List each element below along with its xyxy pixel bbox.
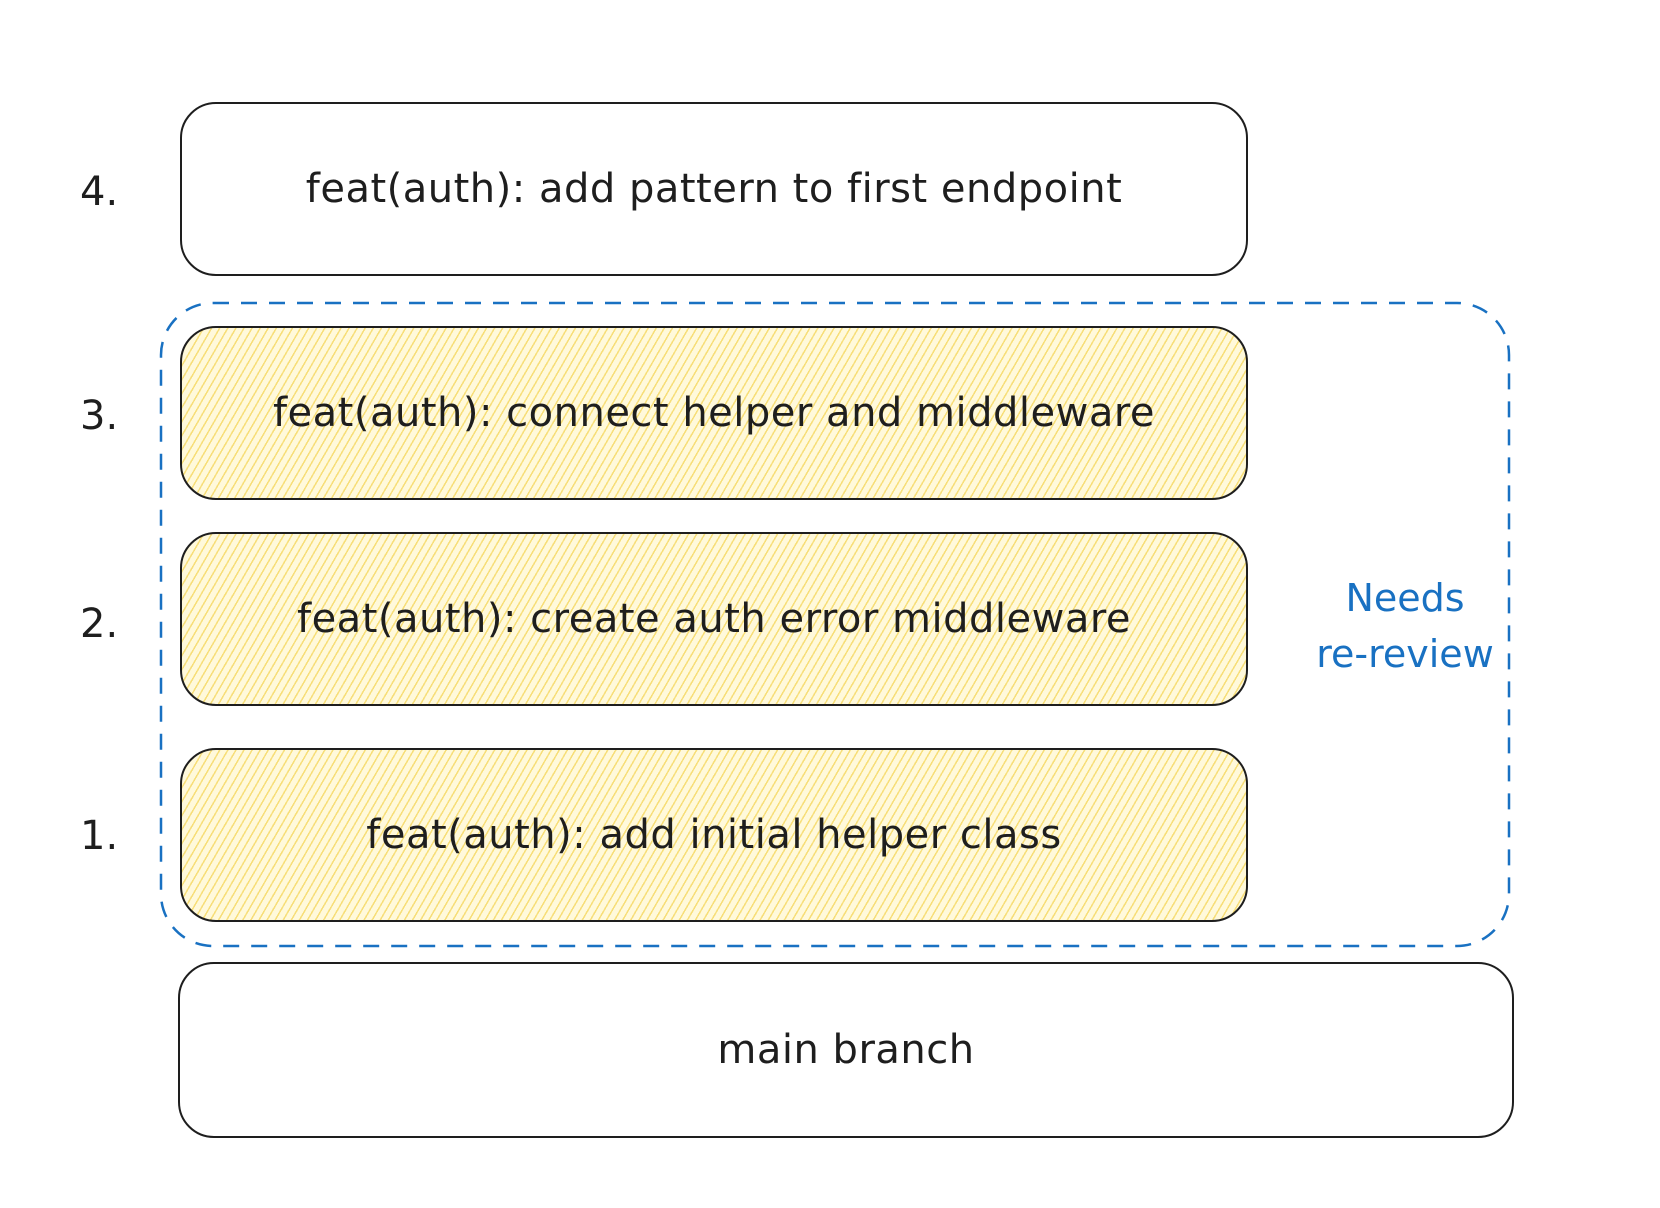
- review-note-line-2: re-review: [1316, 632, 1494, 676]
- commit-message-1: feat(auth): add initial helper class: [366, 812, 1062, 858]
- commit-box-2[interactable]: feat(auth): create auth error middleware: [180, 532, 1248, 706]
- commit-box-4[interactable]: feat(auth): add pattern to first endpoin…: [180, 102, 1248, 276]
- main-branch-box[interactable]: main branch: [178, 962, 1514, 1138]
- commit-number-4: 4.: [80, 169, 119, 215]
- commit-message-3: feat(auth): connect helper and middlewar…: [272, 390, 1156, 436]
- commit-box-3[interactable]: feat(auth): connect helper and middlewar…: [180, 326, 1248, 500]
- main-branch-label: main branch: [717, 1027, 975, 1073]
- commit-message-2: feat(auth): create auth error middleware: [296, 596, 1132, 642]
- review-note: Needs re-review: [1300, 570, 1510, 682]
- commit-number-3: 3.: [80, 393, 119, 439]
- review-note-line-1: Needs: [1345, 576, 1465, 620]
- commit-box-1[interactable]: feat(auth): add initial helper class: [180, 748, 1248, 922]
- commit-number-1: 1.: [80, 813, 119, 859]
- commit-message-4: feat(auth): add pattern to first endpoin…: [305, 166, 1123, 212]
- commit-number-2: 2.: [80, 601, 119, 647]
